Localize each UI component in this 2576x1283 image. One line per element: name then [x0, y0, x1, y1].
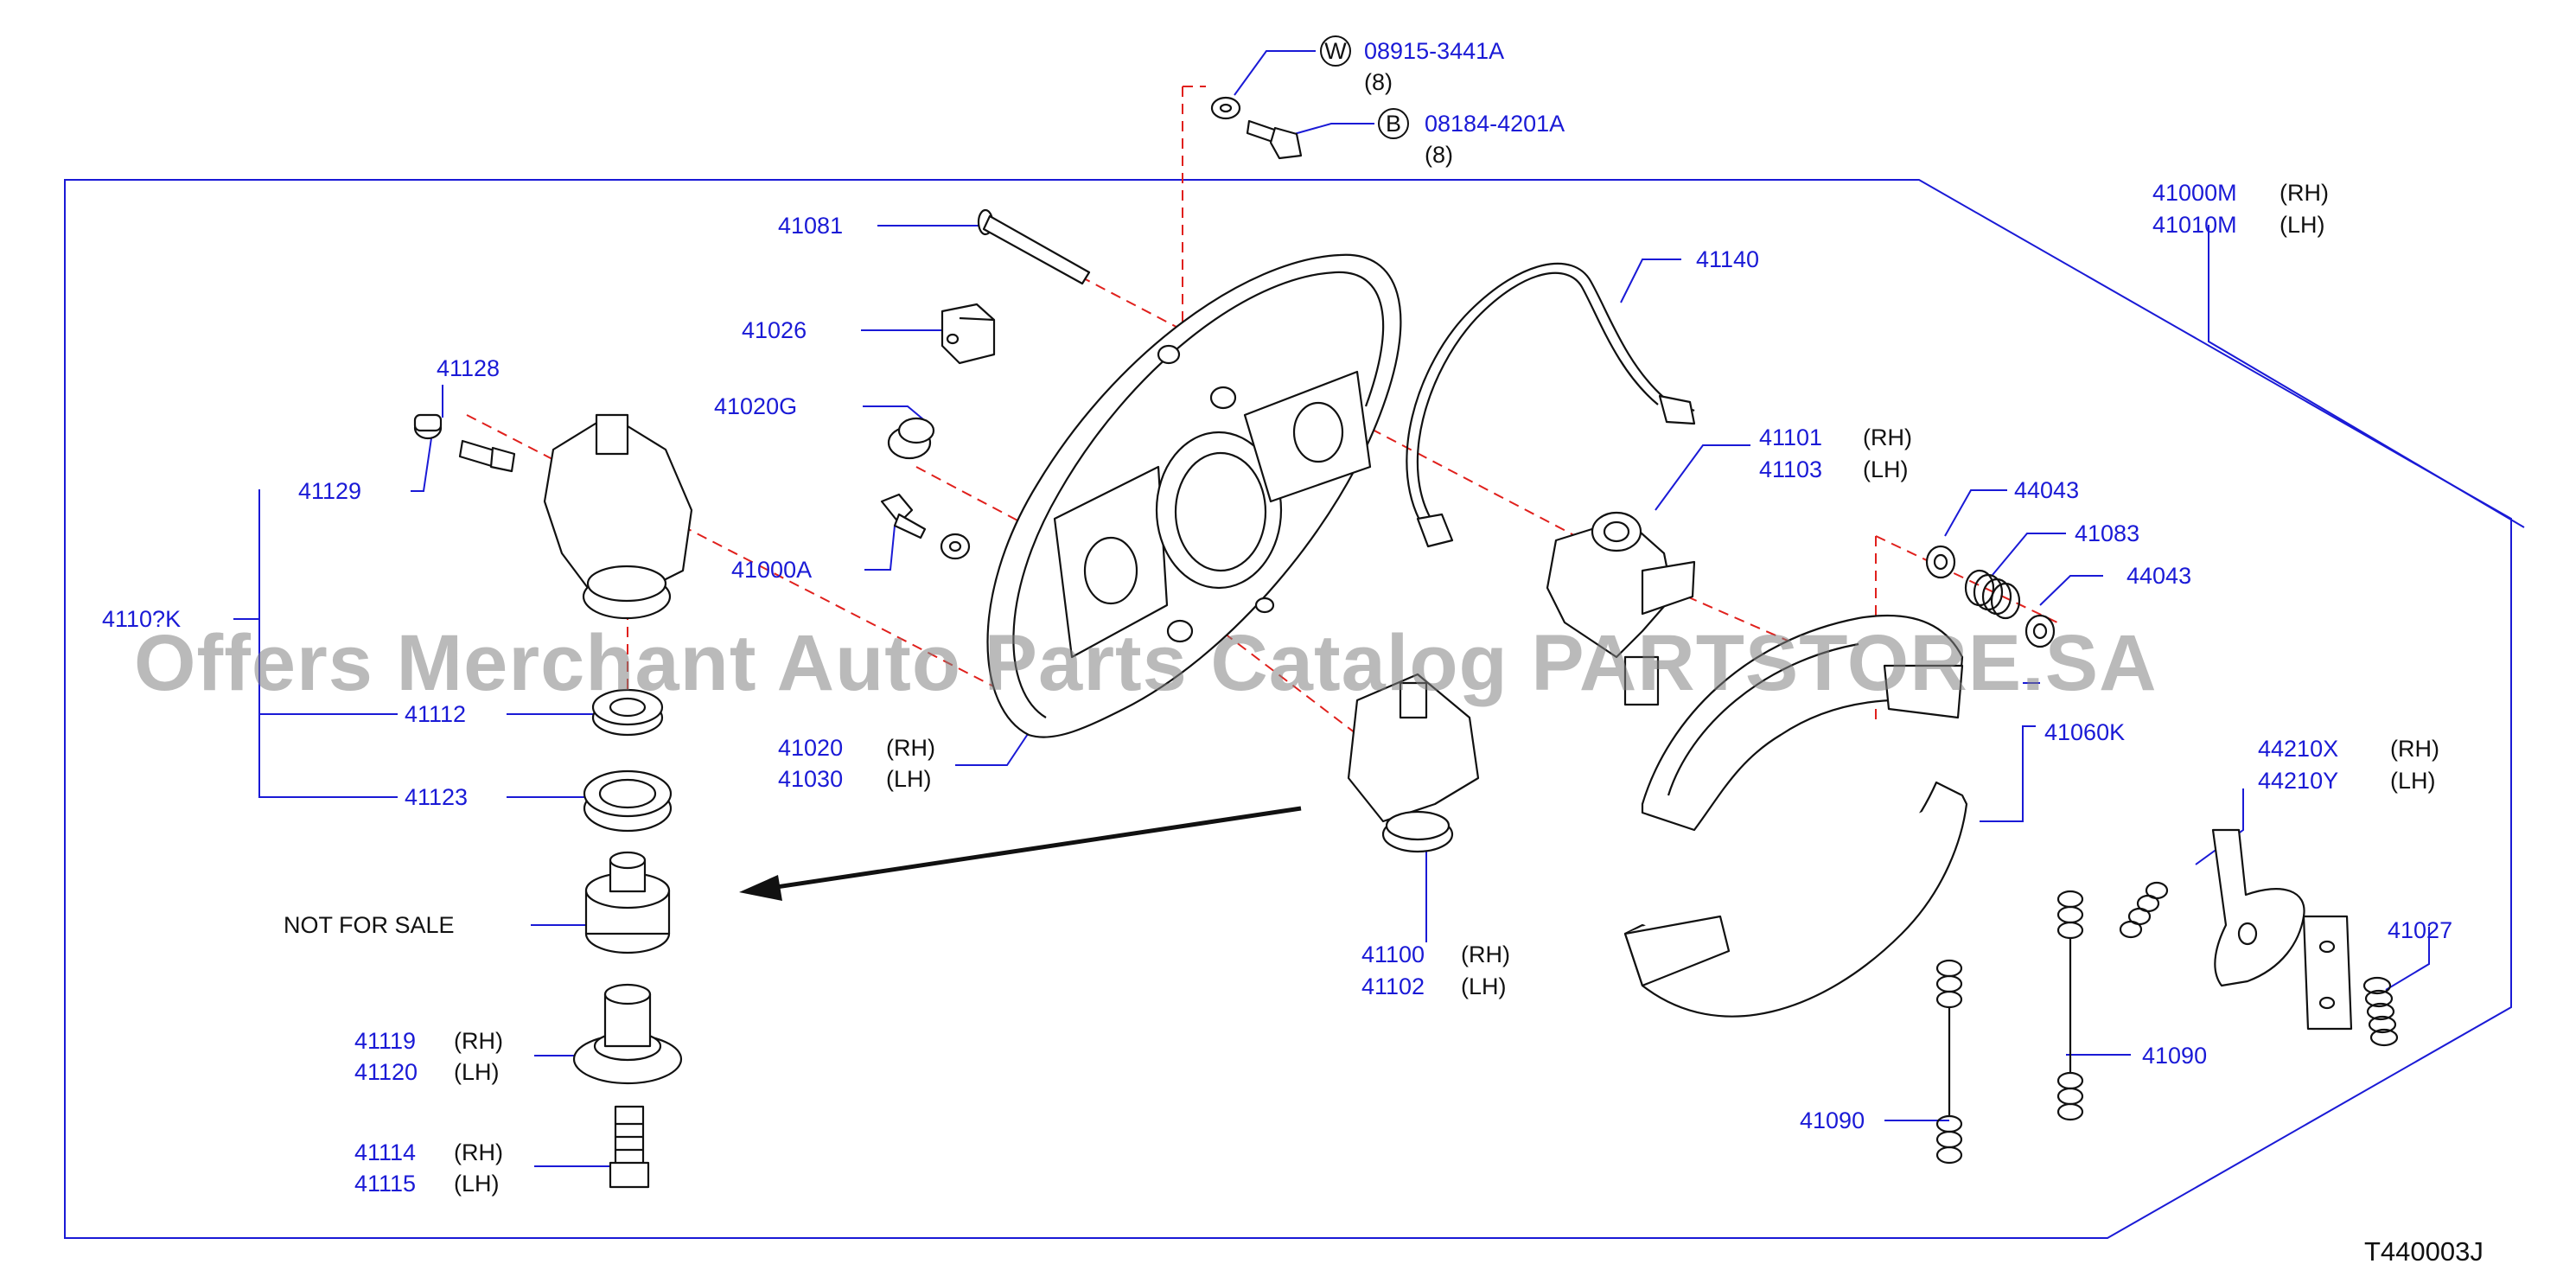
- brake-pipe-41140[interactable]: [1406, 262, 1696, 548]
- return-spring-41090-b[interactable]: [2056, 890, 2084, 1121]
- side-41010m: (LH): [2280, 212, 2325, 238]
- label-41000m[interactable]: 41000M: [2152, 180, 2237, 206]
- label-44210x[interactable]: 44210X: [2258, 736, 2338, 762]
- boot-41123[interactable]: [583, 769, 673, 833]
- label-41128[interactable]: 41128: [437, 355, 500, 381]
- label-41000a[interactable]: 41000A: [731, 557, 812, 583]
- spring-41027[interactable]: [2362, 976, 2399, 1047]
- cup-41112[interactable]: [591, 688, 664, 737]
- wheel-cylinder-41101[interactable]: [1546, 511, 1696, 706]
- label-4110xk[interactable]: 4110?K: [102, 606, 181, 632]
- side-41100: (RH): [1461, 942, 1510, 967]
- marker-b: B: [1378, 108, 1409, 139]
- side-41120: (LH): [454, 1059, 500, 1085]
- label-41100[interactable]: 41100: [1361, 942, 1425, 967]
- marker-w: W: [1320, 35, 1351, 67]
- label-41120[interactable]: 41120: [354, 1059, 418, 1085]
- side-41020: (RH): [886, 735, 935, 761]
- label-41090-b[interactable]: 41090: [1800, 1107, 1865, 1133]
- svg-text:W: W: [1324, 38, 1347, 64]
- label-44043-a[interactable]: 44043: [2014, 477, 2079, 503]
- watermark: Offers Merchant Auto Parts Catalog PARTS…: [134, 619, 2158, 707]
- side-41119: (RH): [454, 1028, 503, 1054]
- plate-41027[interactable]: [2302, 915, 2353, 1031]
- label-41020g[interactable]: 41020G: [714, 393, 797, 419]
- side-41115: (LH): [454, 1171, 500, 1197]
- label-41101[interactable]: 41101: [1759, 424, 1822, 450]
- label-41123[interactable]: 41123: [405, 784, 468, 810]
- label-41102[interactable]: 41102: [1361, 973, 1425, 999]
- spring-41083[interactable]: [1964, 569, 2021, 620]
- adjuster-41114[interactable]: [609, 1105, 650, 1189]
- grommet-41020g[interactable]: [887, 417, 935, 460]
- diagram-code: T440003J: [2364, 1236, 2484, 1267]
- piston-not-for-sale[interactable]: [584, 851, 671, 954]
- brake-shoe-upper[interactable]: [1641, 614, 1964, 832]
- label-41115[interactable]: 41115: [354, 1171, 416, 1197]
- wheel-cylinder-41100[interactable]: [1347, 673, 1480, 853]
- wheel-cylinder-4110xk[interactable]: [543, 413, 693, 620]
- label-41010m[interactable]: 41010M: [2152, 212, 2237, 238]
- cap-41128[interactable]: [413, 413, 443, 440]
- label-41081[interactable]: 41081: [778, 213, 843, 239]
- arrow: [739, 806, 1302, 901]
- label-41090-a[interactable]: 41090: [2142, 1043, 2207, 1069]
- label-44210y[interactable]: 44210Y: [2258, 768, 2338, 794]
- backing-plate-41020[interactable]: [986, 253, 1402, 738]
- return-spring-41090-a[interactable]: [1935, 959, 1963, 1165]
- label-41026[interactable]: 41026: [742, 317, 807, 343]
- label-41060k[interactable]: 41060K: [2044, 719, 2125, 745]
- spring-small[interactable]: [2119, 881, 2169, 939]
- label-08915[interactable]: 08915-3441A: [1364, 38, 1504, 64]
- label-41112[interactable]: 41112: [405, 701, 466, 727]
- label-41103[interactable]: 41103: [1759, 456, 1822, 482]
- label-41027[interactable]: 41027: [2388, 917, 2452, 943]
- qty-08915: (8): [1364, 69, 1393, 95]
- label-08184[interactable]: 08184-4201A: [1425, 111, 1565, 137]
- side-41101: (RH): [1863, 424, 1912, 450]
- spring-seat-44043-b[interactable]: [2024, 614, 2056, 648]
- brake-shoe-lower[interactable]: [1623, 781, 1968, 1018]
- label-41083[interactable]: 41083: [2075, 520, 2139, 546]
- pin-41081[interactable]: [977, 208, 1091, 285]
- label-41030[interactable]: 41030: [778, 766, 843, 792]
- bolt-41000a[interactable]: [880, 493, 971, 560]
- svg-text:B: B: [1386, 111, 1401, 137]
- side-41114: (RH): [454, 1139, 503, 1165]
- side-41102: (LH): [1461, 973, 1507, 999]
- side-44210y: (LH): [2390, 768, 2436, 794]
- qty-08184: (8): [1425, 142, 1453, 168]
- side-41000m: (RH): [2280, 180, 2329, 206]
- washer-08915[interactable]: [1210, 96, 1241, 120]
- piston-41119[interactable]: [572, 983, 683, 1085]
- side-41030: (LH): [886, 766, 932, 792]
- side-44210x: (RH): [2390, 736, 2439, 762]
- side-41103: (LH): [1863, 456, 1909, 482]
- label-not-for-sale: NOT FOR SALE: [284, 912, 455, 938]
- block-41026[interactable]: [940, 303, 996, 365]
- spring-seat-44043-a[interactable]: [1925, 545, 1956, 579]
- bleeder-41129[interactable]: [458, 439, 516, 473]
- label-41140[interactable]: 41140: [1696, 246, 1759, 272]
- label-41119[interactable]: 41119: [354, 1028, 416, 1054]
- label-41129[interactable]: 41129: [298, 478, 361, 504]
- label-41020[interactable]: 41020: [778, 735, 843, 761]
- label-44043-b[interactable]: 44043: [2126, 563, 2191, 589]
- assembly-frame: [64, 179, 2512, 1239]
- bolt-08184[interactable]: [1246, 119, 1303, 160]
- label-41114[interactable]: 41114: [354, 1139, 416, 1165]
- lever-44210x[interactable]: [2211, 828, 2305, 987]
